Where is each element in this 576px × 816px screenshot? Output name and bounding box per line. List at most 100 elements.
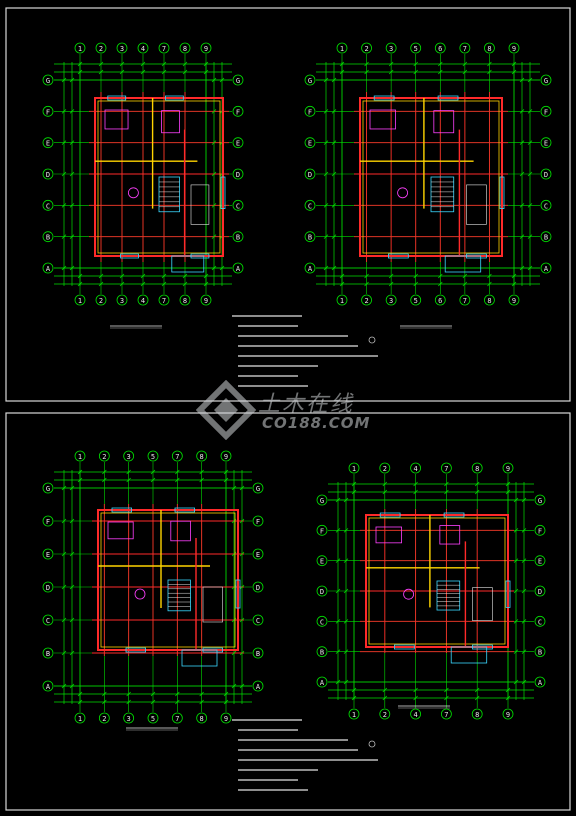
axis-bubble — [434, 294, 446, 306]
axis-bubble — [434, 42, 446, 54]
axis-bubble — [252, 515, 264, 527]
axis-label: D — [46, 171, 50, 179]
axis-bubble — [42, 581, 54, 593]
axis-bubble — [252, 548, 264, 560]
axis-label: 9 — [204, 45, 208, 53]
axis-label: G — [538, 497, 542, 505]
axis-label: E — [256, 551, 260, 559]
axis-label: C — [236, 202, 240, 210]
axis-bubble — [304, 74, 316, 86]
axis-bubble — [440, 708, 452, 720]
axis-bubble — [42, 482, 54, 494]
axis-label: D — [46, 584, 50, 592]
axis-bubble — [42, 105, 54, 117]
axis-bubble — [534, 524, 546, 536]
axis-bubble — [304, 199, 316, 211]
axis-label: B — [46, 650, 50, 658]
axis-bubble — [471, 708, 483, 720]
axis-bubble — [379, 708, 391, 720]
axis-label: 4 — [141, 45, 145, 53]
axis-bubble — [540, 137, 552, 149]
axis-bubble — [348, 708, 360, 720]
axis-label: A — [320, 679, 325, 687]
axis-label: C — [256, 617, 260, 625]
axis-bubble — [540, 199, 552, 211]
axis-bubble — [410, 294, 422, 306]
axis-label: E — [320, 558, 324, 566]
axis-label: D — [236, 171, 240, 179]
axis-label: B — [544, 234, 548, 242]
axis-bubble — [316, 494, 328, 506]
axis-label: 5 — [151, 453, 155, 461]
axis-label: 6 — [438, 45, 442, 53]
axis-label: 9 — [224, 715, 228, 723]
axis-bubble — [410, 42, 422, 54]
axis-bubble — [220, 450, 232, 462]
axis-bubble — [196, 712, 208, 724]
axis-bubble — [42, 137, 54, 149]
axis-bubble — [459, 294, 471, 306]
axis-bubble — [179, 42, 191, 54]
axis-bubble — [171, 712, 183, 724]
axis-bubble — [42, 168, 54, 180]
axis-label: 1 — [352, 465, 356, 473]
axis-label: D — [544, 171, 548, 179]
axis-bubble — [540, 262, 552, 274]
upper-sheet-frame — [5, 7, 571, 402]
axis-label: 4 — [413, 465, 417, 473]
axis-bubble — [361, 42, 372, 54]
axis-label: 2 — [99, 45, 103, 53]
axis-bubble — [42, 231, 54, 243]
axis-label: 5 — [414, 297, 418, 305]
axis-label: F — [256, 518, 260, 526]
axis-label: E — [46, 551, 50, 559]
axis-label: D — [320, 588, 324, 596]
axis-label: E — [538, 558, 542, 566]
axis-bubble — [220, 712, 232, 724]
axis-bubble — [98, 450, 110, 462]
axis-label: F — [320, 527, 324, 535]
axis-bubble — [123, 450, 135, 462]
axis-label: G — [256, 485, 260, 493]
axis-label: 1 — [78, 45, 82, 53]
axis-label: 8 — [475, 465, 479, 473]
axis-label: 7 — [175, 715, 179, 723]
axis-bubble — [534, 615, 546, 627]
axis-bubble — [123, 712, 135, 724]
axis-label: 3 — [389, 45, 393, 53]
axis-bubble — [116, 42, 128, 54]
axis-bubble — [540, 74, 552, 86]
axis-label: C — [544, 202, 548, 210]
axis-label: F — [46, 108, 50, 116]
axis-bubble — [508, 294, 520, 306]
axis-label: 7 — [463, 45, 467, 53]
axis-bubble — [42, 647, 54, 659]
axis-bubble — [137, 42, 149, 54]
axis-label: G — [46, 77, 50, 85]
axis-bubble — [42, 74, 54, 86]
axis-label: 9 — [224, 453, 228, 461]
axis-label: 2 — [102, 715, 106, 723]
axis-label: 4 — [413, 711, 417, 719]
watermark-domain: CO188.COM — [262, 414, 371, 432]
lower-sheet-frame — [5, 412, 571, 811]
axis-label: F — [308, 108, 312, 116]
axis-bubble — [316, 524, 328, 536]
axis-label: 2 — [99, 297, 103, 305]
axis-bubble — [147, 450, 159, 462]
axis-bubble — [252, 581, 264, 593]
axis-label: 3 — [120, 45, 124, 53]
general-notes-1 — [232, 315, 378, 387]
axis-bubble — [508, 42, 520, 54]
watermark: 土木在线 CO188.COM — [195, 379, 386, 441]
axis-label: 7 — [444, 711, 448, 719]
axis-label: C — [320, 618, 324, 626]
axis-bubble — [410, 462, 422, 474]
axis-bubble — [484, 294, 495, 306]
axis-label: A — [544, 265, 549, 273]
axis-label: C — [46, 202, 50, 210]
axis-label: 3 — [120, 297, 124, 305]
axis-label: 9 — [506, 465, 510, 473]
